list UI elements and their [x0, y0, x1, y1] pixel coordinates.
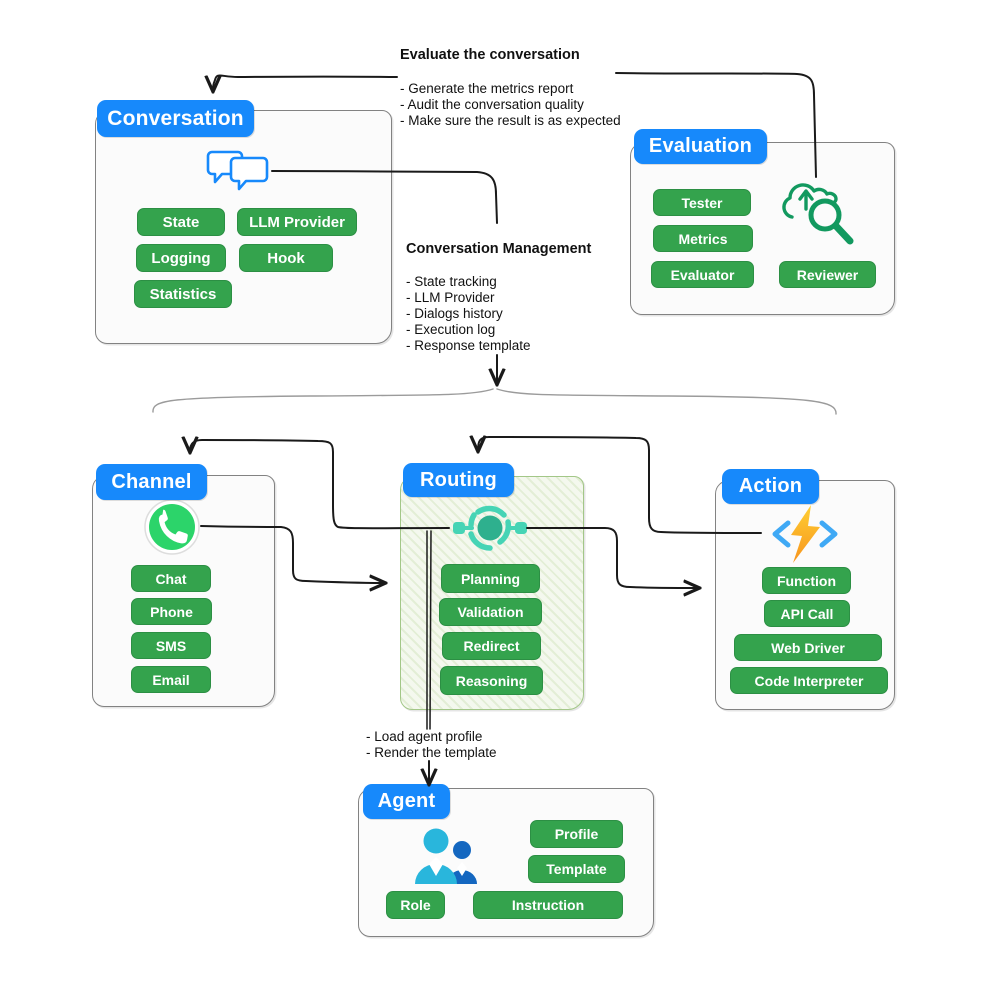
- pill-code-interpreter: Code Interpreter: [730, 667, 888, 694]
- action-title-badge: Action: [722, 469, 819, 504]
- evaluate-annotation: Evaluate the conversation - Generate the…: [400, 47, 621, 129]
- pill-logging: Logging: [136, 244, 226, 272]
- annotation-line: - Load agent profile: [366, 729, 483, 744]
- evaluation-title-badge: Evaluation: [634, 129, 767, 164]
- pill-evaluator: Evaluator: [651, 261, 754, 288]
- pill-hook: Hook: [239, 244, 333, 272]
- pill-reviewer: Reviewer: [779, 261, 876, 288]
- pill-sms: SMS: [131, 632, 211, 659]
- management-annotation: Conversation Management - State tracking…: [406, 241, 591, 354]
- pill-template: Template: [528, 855, 625, 883]
- pill-statistics: Statistics: [134, 280, 232, 308]
- pill-api-call: API Call: [764, 600, 850, 627]
- pill-email: Email: [131, 666, 211, 693]
- pill-web-driver: Web Driver: [734, 634, 882, 661]
- pill-chat: Chat: [131, 565, 211, 592]
- function-bolt-icon: [772, 505, 838, 563]
- annotation-line: - Generate the metrics report: [400, 81, 574, 96]
- pill-state: State: [137, 208, 225, 236]
- pill-llm-provider: LLM Provider: [237, 208, 357, 236]
- pill-planning: Planning: [441, 564, 540, 593]
- annotation-line: - Execution log: [406, 322, 496, 337]
- pill-role: Role: [386, 891, 445, 919]
- cloud-search-icon: [782, 183, 854, 245]
- chat-bubbles-icon: [206, 150, 269, 191]
- router-hub-icon: [453, 505, 527, 551]
- arrow-label-to-conversation: [213, 74, 398, 90]
- pill-phone: Phone: [131, 598, 212, 625]
- annotation-line: - Render the template: [366, 745, 497, 760]
- people-icon: [415, 828, 477, 884]
- evaluate-heading: Evaluate the conversation: [400, 47, 580, 63]
- channel-title-badge: Channel: [96, 464, 207, 500]
- agent-title-badge: Agent: [363, 784, 450, 819]
- pill-instruction: Instruction: [473, 891, 623, 919]
- conversation-title-badge: Conversation: [97, 100, 254, 137]
- pill-redirect: Redirect: [442, 632, 541, 660]
- annotation-line: - Dialogs history: [406, 306, 503, 321]
- fan-brace-left: [152, 388, 494, 413]
- pill-metrics: Metrics: [653, 225, 753, 252]
- routing-title-badge: Routing: [403, 463, 514, 497]
- annotation-line: - Response template: [406, 338, 531, 353]
- annotation-line: - Make sure the result is as expected: [400, 113, 621, 128]
- whatsapp-icon: [144, 499, 200, 555]
- fan-brace-right: [496, 388, 837, 415]
- management-heading: Conversation Management: [406, 241, 592, 257]
- pill-reasoning: Reasoning: [440, 666, 543, 695]
- pill-profile: Profile: [530, 820, 623, 848]
- agent-load-annotation: - Load agent profile - Render the templa…: [366, 729, 497, 761]
- pill-validation: Validation: [439, 598, 542, 626]
- annotation-line: - State tracking: [406, 274, 497, 289]
- annotation-line: - LLM Provider: [406, 290, 495, 305]
- pill-tester: Tester: [653, 189, 751, 216]
- pill-function: Function: [762, 567, 851, 594]
- annotation-line: - Audit the conversation quality: [400, 97, 584, 112]
